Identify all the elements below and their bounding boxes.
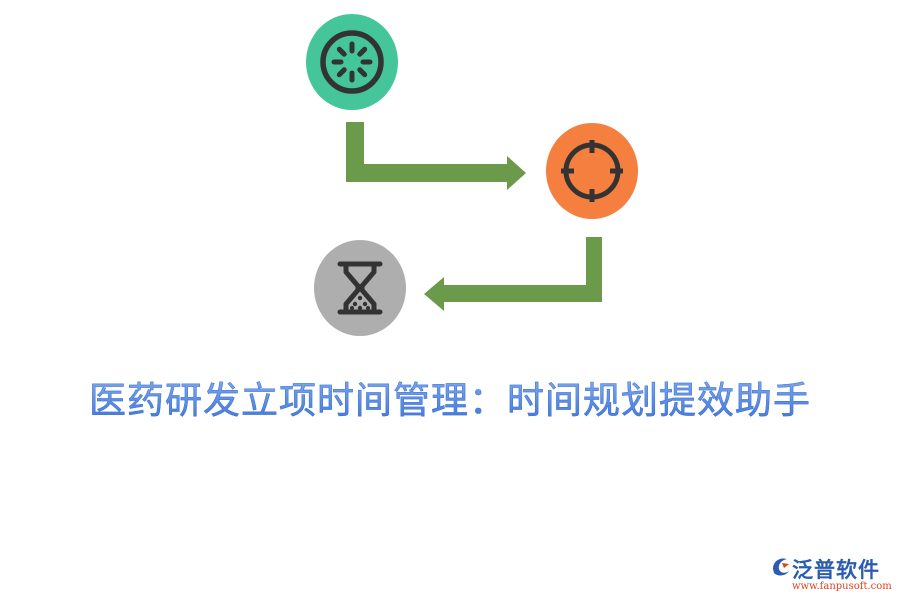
logo-url: www.fanpusoft.com — [792, 581, 892, 592]
arrow-orange-to-gray — [424, 237, 602, 311]
node-orange — [546, 123, 638, 219]
node-green — [306, 14, 398, 110]
hourglass-icon — [337, 261, 383, 315]
fanpu-logo-icon — [773, 558, 789, 576]
loading-dial-icon — [320, 30, 384, 94]
node-gray — [314, 240, 406, 336]
logo-name: 泛普软件 — [792, 558, 880, 582]
crosshair-target-icon — [561, 140, 623, 202]
brand-logo[interactable]: 泛普软件 www.fanpusoft.com — [770, 553, 895, 597]
arrow-green-to-orange — [346, 122, 526, 190]
page-title: 医药研发立项时间管理：时间规划提效助手 — [0, 370, 900, 424]
